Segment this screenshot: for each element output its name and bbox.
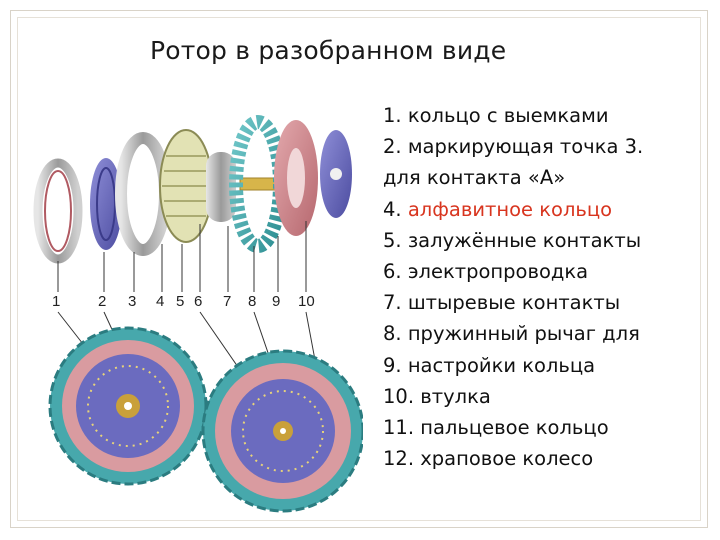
- part-label-8: 8: [248, 293, 256, 310]
- part-number-labels: 1 2 3 4 5 6 7 8 9 10: [52, 293, 315, 310]
- legend-item: 12. храповое колесо: [383, 443, 643, 474]
- assembled-rotor-right: [203, 351, 363, 511]
- part-label-7: 7: [223, 293, 231, 310]
- legend-item: 8. пружинный рычаг для: [383, 318, 643, 349]
- parts-legend-list: 1. кольцо с выемками 2. маркирующая точк…: [383, 100, 643, 474]
- slide-title: Ротор в разобранном виде: [150, 36, 506, 65]
- part-label-9: 9: [272, 293, 280, 310]
- part-label-10: 10: [298, 293, 315, 310]
- rotor-exploded-illustration: 1 2 3 4 5 6 7 8 9 10: [18, 96, 363, 536]
- legend-item: 2. маркирующая точка 3.: [383, 131, 643, 162]
- part-label-4: 4: [156, 293, 164, 310]
- part-label-6: 6: [194, 293, 202, 310]
- part-label-1: 1: [52, 293, 60, 310]
- highlighted-text: алфавитное кольцо: [408, 198, 612, 221]
- legend-item: 9. настройки кольца: [383, 350, 643, 381]
- legend-item: для контакта «А»: [383, 162, 643, 193]
- part-label-5: 5: [176, 293, 184, 310]
- legend-item: 7. штыревые контакты: [383, 287, 643, 318]
- legend-item: 4. алфавитное кольцо: [383, 194, 643, 225]
- part-label-3: 3: [128, 293, 136, 310]
- legend-item: 11. пальцевое кольцо: [383, 412, 643, 443]
- legend-item: 10. втулка: [383, 381, 643, 412]
- legend-item: 6. электропроводка: [383, 256, 643, 287]
- part-3-alphabet-ring: [121, 138, 165, 250]
- part-label-2: 2: [98, 293, 106, 310]
- exploded-parts-row: [38, 120, 352, 259]
- legend-item: 5. залужённые контакты: [383, 225, 643, 256]
- assembled-rotor-left: [50, 328, 206, 484]
- legend-item: 1. кольцо с выемками: [383, 100, 643, 131]
